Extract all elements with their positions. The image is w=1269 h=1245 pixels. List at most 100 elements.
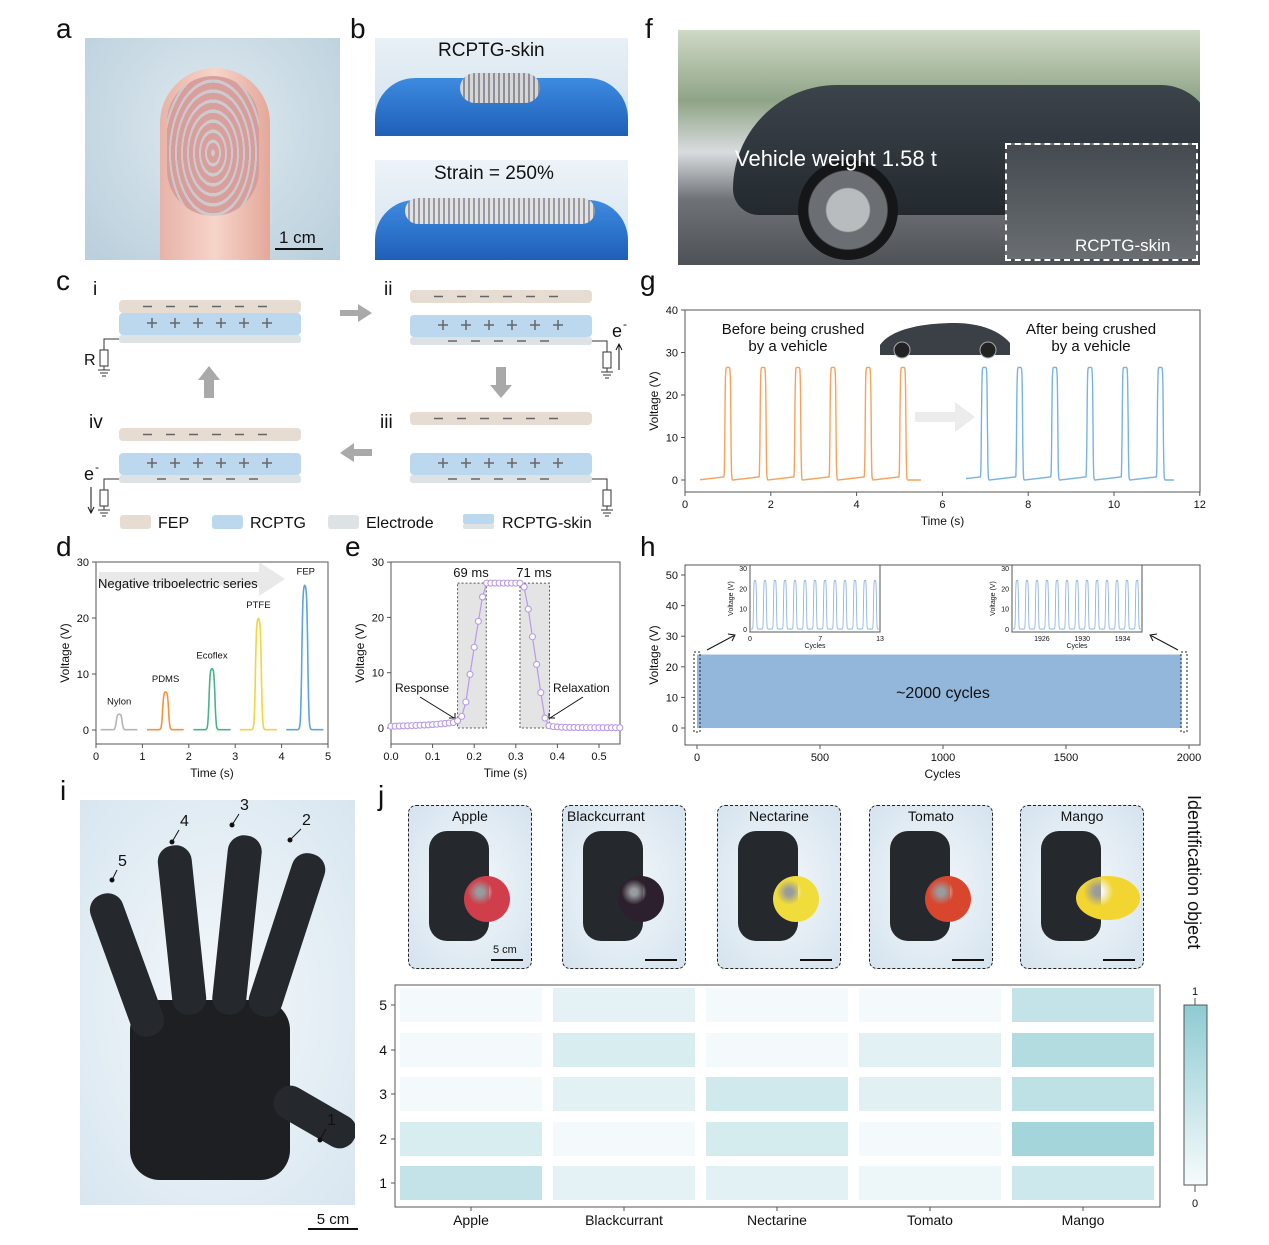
y-axis-label: Voltage (V)	[647, 625, 661, 684]
finger-label-4: 4	[180, 813, 189, 830]
x-axis-label: Time (s)	[190, 766, 234, 780]
stage-label-i: i	[93, 279, 97, 300]
scale-bar-label: 5 cm	[317, 1211, 350, 1228]
x-tick-label: Nectarine	[747, 1212, 807, 1228]
inset-frame	[749, 564, 881, 633]
car-wheel-icon	[979, 341, 997, 359]
electron-label: e	[612, 321, 622, 341]
x-tick-label: 1500	[1054, 752, 1078, 764]
y-tick-label: 0	[672, 475, 678, 487]
photo-fingertip-skin	[85, 38, 340, 260]
y-tick-label: 0	[83, 725, 89, 737]
x-tick-label: Apple	[453, 1212, 489, 1228]
x-tick-label: 12	[1194, 499, 1206, 511]
transition-arrow	[915, 402, 975, 432]
heatmap-cell	[553, 988, 695, 1022]
heatmap-cell	[706, 1122, 848, 1156]
x-tick-label: 1	[139, 751, 145, 763]
fep-layer	[119, 300, 301, 313]
colorbar-max-label: 1	[1192, 986, 1198, 998]
y-tick-label: 40	[666, 305, 678, 317]
panel-label-a: a	[56, 13, 72, 44]
car-wheel-icon	[893, 341, 911, 359]
legend-swatch	[212, 515, 243, 529]
colorbar-min-label: 0	[1192, 1198, 1198, 1210]
data-point	[524, 605, 532, 613]
data-point	[533, 660, 541, 668]
electrode-layer	[119, 335, 301, 343]
heatmap-cell	[1012, 1077, 1154, 1111]
series-line-before	[700, 366, 921, 481]
fep-layer	[410, 290, 592, 303]
series-line-after	[966, 366, 1174, 481]
fruit	[464, 876, 510, 922]
series-label-fep: FEP	[297, 566, 315, 577]
positive-charge	[530, 458, 540, 468]
inset-tire	[1005, 143, 1198, 261]
positive-charge	[553, 320, 563, 330]
heatmap-cell	[859, 1122, 1001, 1156]
series-arrow	[99, 562, 285, 596]
scale-bar	[275, 248, 323, 250]
inset-y-axis-label: Voltage (V)	[990, 581, 997, 616]
data-point	[520, 583, 528, 591]
finger-pointer	[289, 828, 302, 841]
inset-x-tick-label: 1926	[1034, 636, 1050, 643]
legend-swatch	[463, 524, 494, 529]
legend-swatch	[463, 514, 494, 524]
finger-label-1: 1	[327, 1112, 336, 1129]
x-tick-label: 0.1	[425, 751, 440, 763]
heatmap-cell	[553, 1077, 695, 1111]
y-tick-label: 30	[666, 631, 678, 643]
car-icon	[880, 323, 1010, 355]
electron-superscript: -	[623, 317, 627, 331]
ground-icon	[98, 506, 110, 517]
x-tick-label: 0.3	[508, 751, 523, 763]
rcptg-layer	[410, 453, 592, 475]
y-tick-label: 0	[378, 723, 384, 735]
series-line-ecoflex	[193, 667, 231, 731]
label-before: by a vehicle	[748, 338, 827, 355]
x-tick-label: 0	[682, 499, 688, 511]
skin-sample	[460, 73, 540, 103]
plot-frame	[390, 561, 621, 745]
inset-x-tick-label: 7	[818, 636, 822, 643]
heatmap-cell	[706, 988, 848, 1022]
caption-rcptg-skin: RCPTG-skin	[438, 40, 545, 61]
scale-bar	[645, 959, 677, 961]
data-point	[516, 579, 524, 587]
inset-arrow-left	[706, 633, 736, 651]
positive-charge	[461, 320, 471, 330]
inset-x-tick-label: 1930	[1074, 636, 1090, 643]
scale-bar	[491, 959, 523, 961]
data-point	[458, 712, 466, 720]
fruit	[925, 876, 971, 922]
heatmap-cell	[859, 1033, 1001, 1067]
y-tick-label: 10	[666, 692, 678, 704]
x-tick-label: 8	[1025, 499, 1031, 511]
positive-charge	[484, 458, 494, 468]
x-tick-label: Tomato	[907, 1212, 953, 1228]
panel-label-h: h	[640, 531, 656, 562]
finger-label-5: 5	[118, 853, 127, 870]
stage-label-iii: iii	[380, 412, 393, 433]
panel-label-c: c	[56, 265, 70, 296]
positive-charge	[262, 458, 272, 468]
grasp-photo-label: Tomato	[908, 808, 954, 824]
process-arrow-right	[340, 304, 372, 322]
heatmap-cell	[553, 1122, 695, 1156]
inset-y-tick-label: 10	[1001, 607, 1009, 614]
x-tick-label: 0	[93, 751, 99, 763]
electron-flow-up-arrow	[615, 342, 623, 370]
y-tick-label: 30	[77, 557, 89, 569]
grasp-photo-label: Apple	[452, 808, 488, 824]
panel-label-j: j	[377, 780, 384, 811]
fruit	[1076, 876, 1140, 920]
heatmap-cell	[859, 1077, 1001, 1111]
